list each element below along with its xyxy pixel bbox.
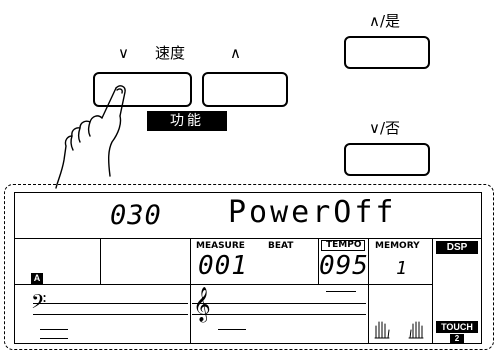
lcd-cell-divider [190, 238, 191, 284]
yes-label: ∧/是 [369, 12, 401, 30]
lcd-top-divider [14, 238, 482, 239]
lcd-hand-divider [368, 284, 369, 344]
treble-ledger-line [326, 291, 356, 292]
beat-label: BEAT [268, 241, 294, 251]
tempo-label: 速度 [155, 44, 186, 62]
treble-staff-line [192, 303, 366, 304]
dsp-badge: DSP [436, 241, 478, 254]
touch-value: 2 [454, 334, 460, 343]
measure-value: 001 [198, 251, 248, 281]
bass-ledger-line [40, 338, 68, 339]
lcd-cell-divider [368, 238, 369, 284]
memory-value: 1 [396, 258, 408, 279]
hand-illustration [55, 85, 126, 189]
lcd-staff-divider [190, 284, 191, 344]
lcd-screen [14, 192, 482, 344]
bass-clef-icon: 𝄢 [31, 290, 47, 318]
lcd-dashed-border [4, 184, 494, 350]
tempo-label-box [321, 240, 365, 251]
touch-label: TOUCH [441, 322, 473, 332]
no-label: ∨/否 [369, 119, 401, 137]
lcd-number-display: 030 [110, 200, 162, 231]
no-button[interactable] [344, 143, 430, 176]
memory-label: MEMORY [375, 241, 420, 251]
touch-badge: TOUCH [436, 321, 478, 333]
touch-value-badge: 2 [450, 334, 464, 344]
lcd-cell-divider [318, 238, 319, 284]
treble-ledger-line [218, 329, 246, 330]
function-label: 功能 [170, 113, 204, 129]
yes-button[interactable] [344, 36, 430, 69]
a-indicator-label: A [33, 273, 41, 283]
hands-icon [374, 321, 424, 339]
dsp-label: DSP [446, 242, 468, 253]
bass-ledger-line [40, 329, 68, 330]
tempo-up-button[interactable] [202, 72, 288, 107]
lcd-right-column-divider [432, 238, 433, 344]
lcd-cell-divider [100, 238, 101, 284]
lcd-text-display: PowerOff [228, 195, 397, 230]
tempo-label: TEMPO [326, 240, 362, 250]
measure-label: MEASURE [196, 241, 245, 251]
tempo-up-symbol: ∧ [230, 44, 241, 62]
bass-staff-line [33, 314, 188, 315]
treble-clef-icon: 𝄞 [193, 287, 211, 322]
a-indicator: A [31, 273, 43, 284]
lcd-middle-divider [14, 284, 432, 285]
bass-staff-line [33, 303, 188, 304]
treble-staff-line [192, 314, 366, 315]
tempo-down-symbol: ∨ [118, 44, 129, 62]
tempo-value: 095 [319, 251, 369, 281]
function-badge: 功能 [147, 111, 227, 131]
